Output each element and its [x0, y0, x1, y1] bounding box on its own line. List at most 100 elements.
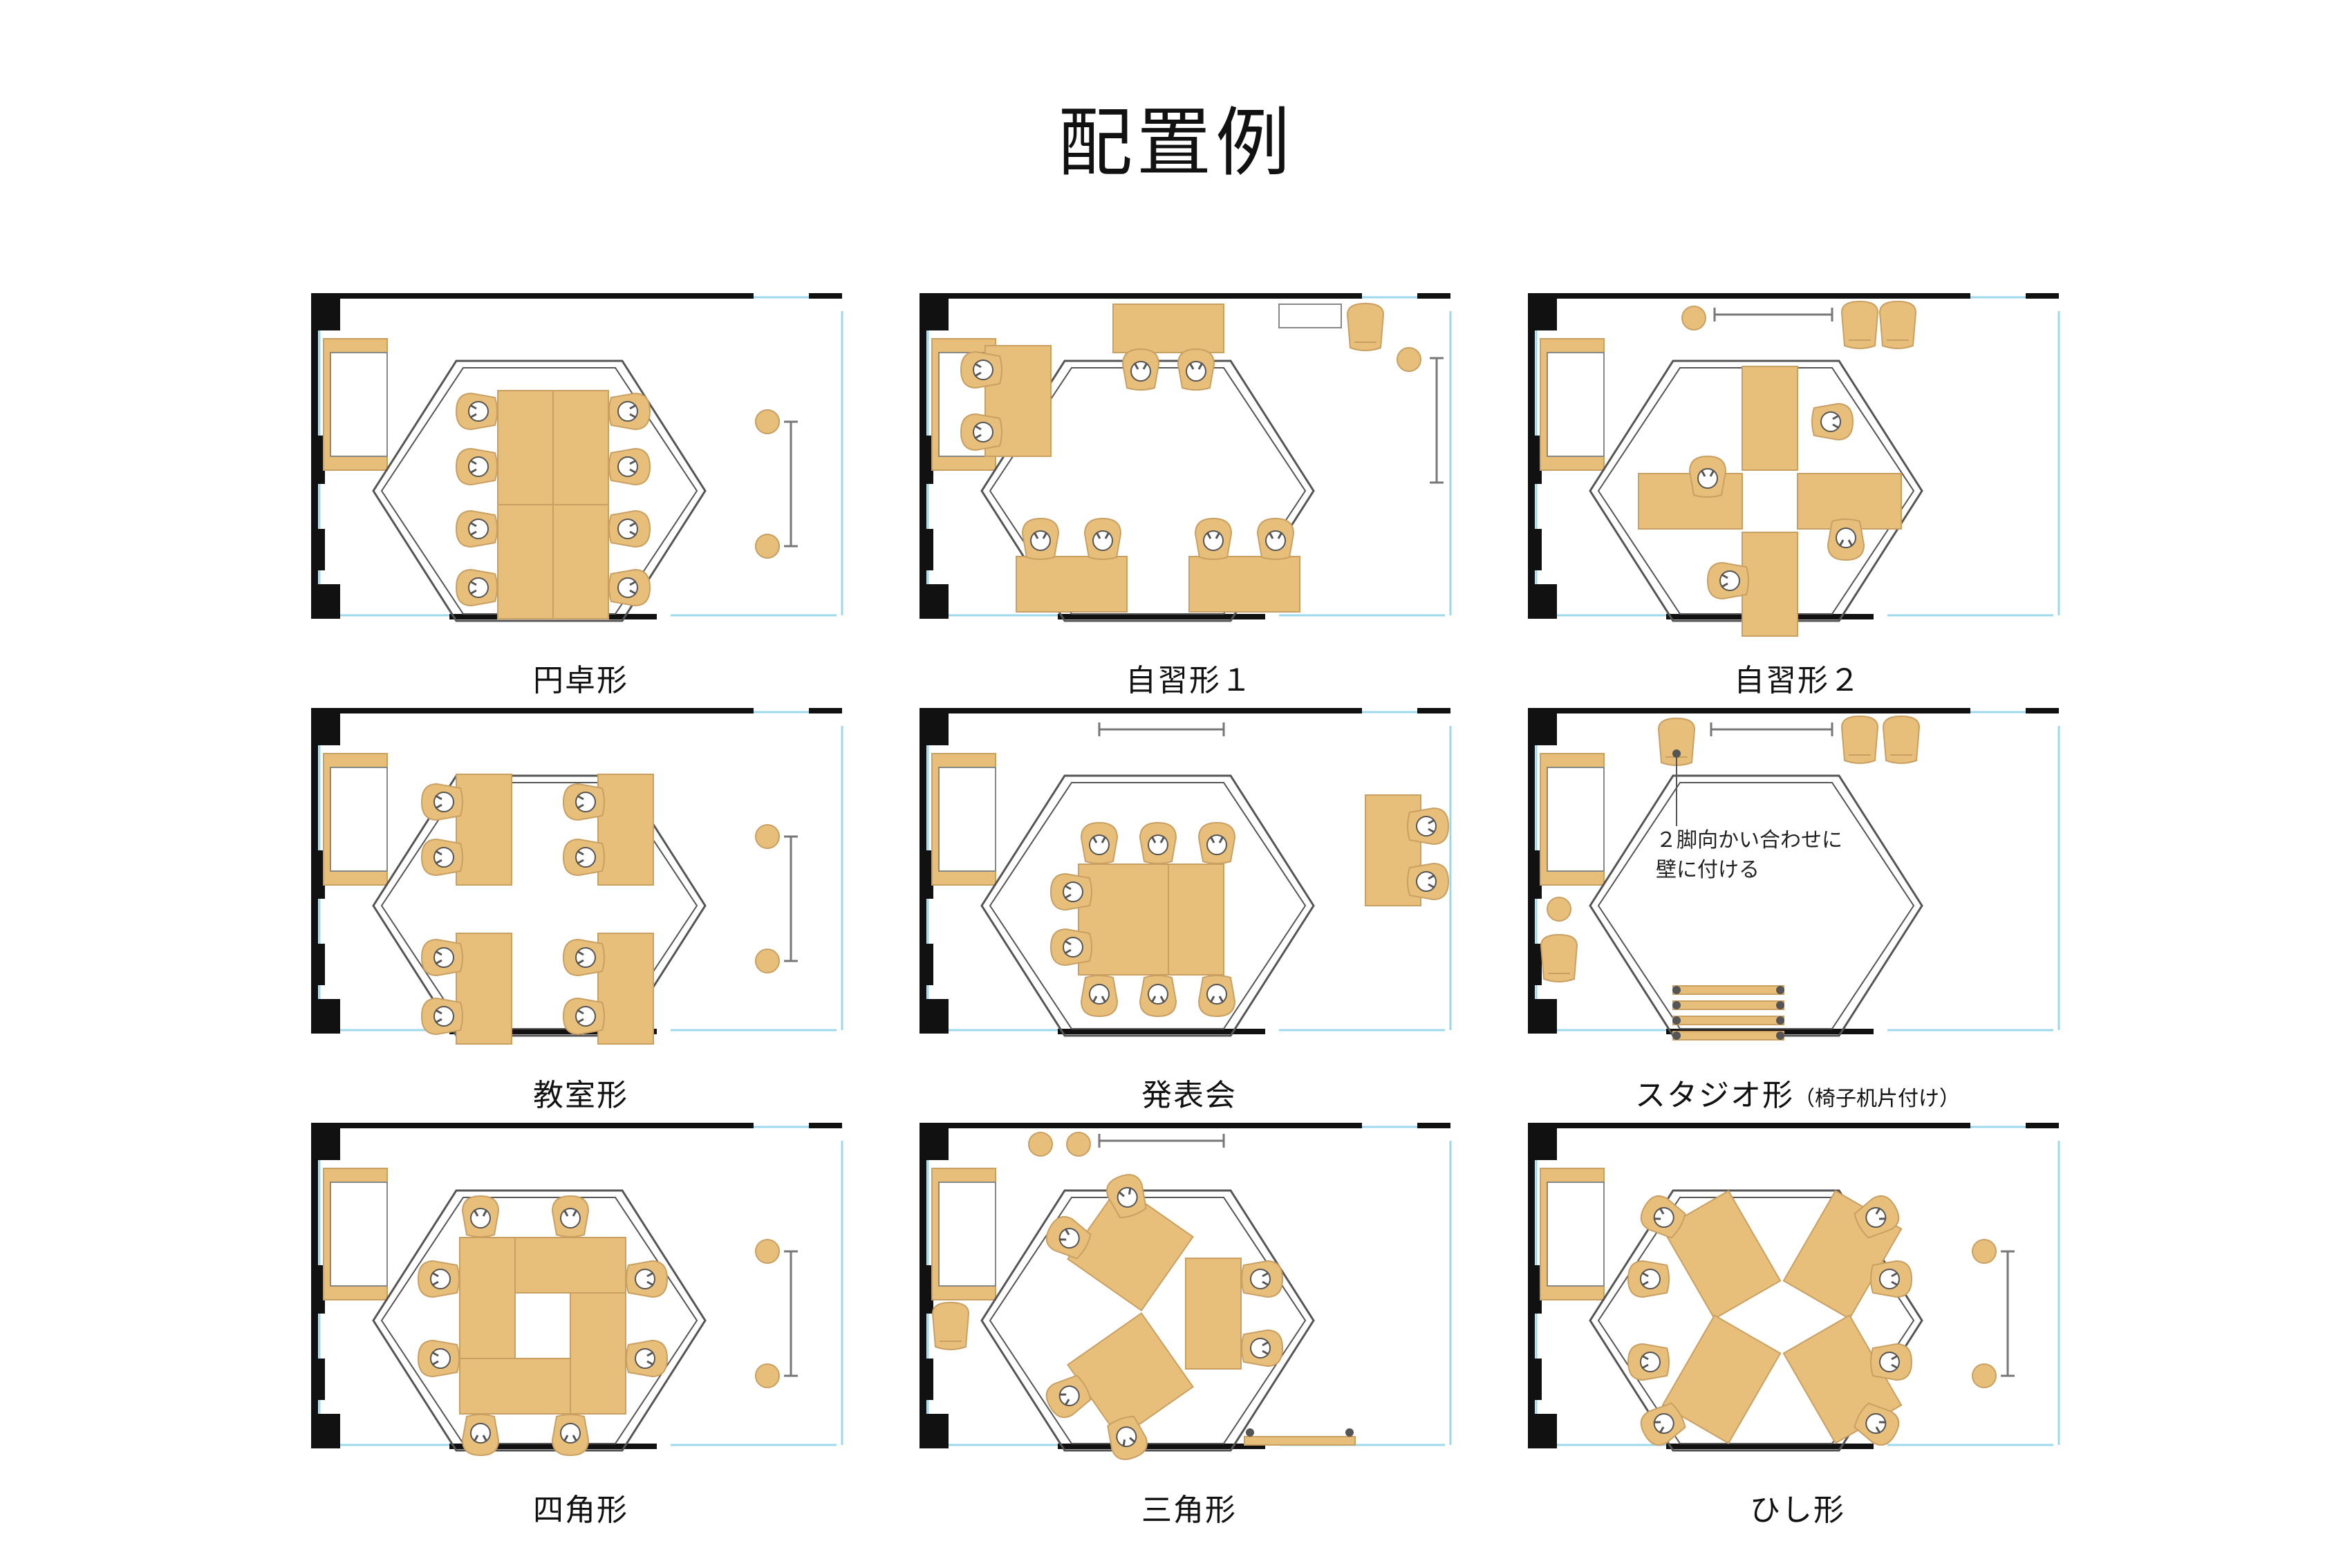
chair — [960, 351, 1002, 389]
wall-column — [311, 1414, 340, 1448]
bench-rail — [1098, 1134, 1225, 1148]
chair-person — [635, 1348, 655, 1369]
chair-seat — [1346, 302, 1385, 351]
chair-person — [468, 401, 489, 422]
chair-person — [1206, 984, 1227, 1005]
panel-self-study-1: 自習形１ — [920, 290, 1459, 705]
chair-person — [1250, 1269, 1271, 1289]
sink — [1547, 1182, 1605, 1287]
hexagon-stage — [372, 1189, 707, 1452]
table — [1112, 304, 1224, 353]
chair-arms — [469, 459, 477, 474]
sink — [1547, 767, 1605, 872]
chair — [1045, 1374, 1092, 1419]
bench-rail — [1710, 722, 1833, 736]
chair-arms — [435, 950, 442, 965]
floorplan-presentation — [920, 708, 1452, 1037]
table — [497, 390, 554, 505]
chair-arms — [1133, 362, 1148, 370]
table — [597, 933, 654, 1045]
hexagon-stage — [1589, 1189, 1923, 1452]
table — [1168, 864, 1224, 976]
chair-person — [1063, 937, 1083, 958]
floorplan-self-study-1 — [920, 293, 1452, 622]
chair-arms — [473, 1209, 488, 1217]
chair-person — [433, 1006, 454, 1027]
chair-arms — [1033, 532, 1048, 539]
chair — [626, 1260, 669, 1298]
chair-person — [1879, 1352, 1900, 1372]
bench-leg — [1672, 1032, 1681, 1040]
chair — [1870, 1343, 1913, 1381]
stool — [755, 534, 780, 559]
wall-column — [920, 1265, 933, 1314]
table — [459, 1358, 571, 1415]
chair-arms — [1891, 1271, 1898, 1287]
window — [1535, 711, 2060, 1032]
chair-arms — [1262, 1271, 1269, 1287]
panel-self-study-2: 自習形２ — [1528, 290, 2067, 705]
hexagon-stage-inner — [989, 367, 1307, 615]
chair-person — [575, 947, 596, 968]
chair-arms — [974, 424, 982, 440]
hexagon-stage — [372, 774, 707, 1037]
chair — [1870, 1260, 1913, 1298]
chair-person — [1865, 1207, 1887, 1228]
chair — [1121, 348, 1160, 391]
chair-arms — [1188, 362, 1204, 370]
bench-leg — [1672, 1016, 1681, 1025]
chair-person — [1089, 984, 1110, 1005]
chair-arms — [1653, 1207, 1665, 1220]
chair — [1083, 517, 1122, 560]
chair-arms — [577, 950, 584, 965]
stool — [755, 949, 780, 973]
chair-arms — [435, 794, 442, 810]
chair — [1197, 821, 1236, 864]
chair-arms — [1268, 532, 1283, 539]
stacked-bench — [1672, 1016, 1784, 1025]
chair-arms — [469, 521, 477, 536]
chair-person — [1058, 1385, 1080, 1406]
chair — [420, 997, 463, 1036]
table — [1742, 532, 1798, 637]
panel-label: 自習形２ — [1734, 663, 1861, 698]
chair-arms — [1092, 836, 1107, 843]
chair — [461, 1195, 500, 1238]
chair-arms — [1092, 996, 1107, 1003]
wall-column — [920, 999, 949, 1034]
chair — [608, 568, 651, 607]
bench-leg — [1776, 1016, 1784, 1025]
bench-leg — [1776, 1032, 1784, 1040]
hexagon-stage — [1589, 360, 1923, 622]
chair-arms — [1428, 819, 1435, 834]
wall-column — [311, 999, 340, 1034]
chair-person — [1092, 530, 1113, 551]
panel-label: 教室形 — [533, 1078, 628, 1113]
stool — [1972, 1363, 1997, 1388]
wall-column — [1528, 1414, 1557, 1448]
chair — [1688, 455, 1727, 498]
chair-arms — [1064, 884, 1072, 899]
panel-label: ひし形 — [1750, 1493, 1845, 1528]
wall-column — [311, 1126, 340, 1160]
chair-arms — [1206, 532, 1221, 539]
wall-column — [311, 584, 340, 619]
floorplan-square — [311, 1123, 843, 1457]
wall-column — [311, 529, 325, 570]
chair-arms — [629, 580, 637, 595]
bench-rail — [2001, 1250, 2015, 1377]
chair-empty — [1840, 715, 1879, 764]
chair — [455, 568, 498, 607]
wall-column — [311, 944, 325, 985]
chair — [562, 938, 605, 977]
chair — [562, 997, 605, 1036]
wall-column — [311, 1359, 325, 1400]
wall — [920, 1123, 1450, 1449]
chair-seat — [1657, 717, 1696, 766]
page-title: 配置例 — [1057, 100, 1294, 187]
chair — [1080, 975, 1119, 1018]
chair — [608, 510, 651, 548]
stacked-bench — [1672, 1031, 1784, 1040]
bench-leg — [1246, 1428, 1254, 1437]
note-dot — [1672, 749, 1681, 758]
